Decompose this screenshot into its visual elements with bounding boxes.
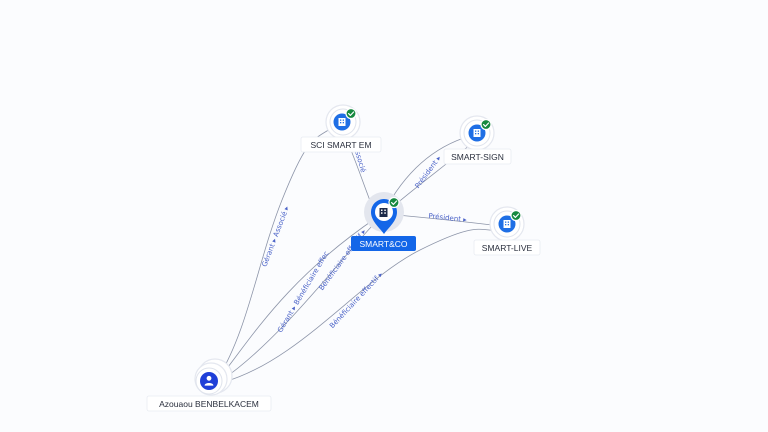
node-smart-sign[interactable]: SMART-SIGN — [443, 115, 512, 165]
check-badge-icon — [388, 196, 400, 209]
check-badge-icon — [480, 118, 492, 131]
edge-person-live[interactable] — [223, 228, 499, 383]
node-label-smart-sign: SMART-SIGN — [451, 152, 504, 162]
edge-person-sign[interactable] — [221, 139, 477, 381]
building-icon — [379, 208, 388, 217]
node-label-sci-smart-em: SCI SMART EM — [310, 140, 371, 150]
node-person[interactable]: Azouaou BENBELKACEM — [146, 358, 272, 412]
edge-label-smartco-live: Président ▸ — [428, 212, 468, 224]
check-badge-icon — [345, 107, 357, 120]
person-icon — [204, 375, 214, 386]
node-label-box — [146, 395, 272, 412]
building-icon — [473, 129, 481, 137]
edge-label-smartco-sign: Président ▸ — [414, 154, 444, 190]
person-badge — [200, 372, 218, 390]
node-label-box — [443, 148, 512, 165]
edge-person-sci[interactable] — [217, 127, 333, 379]
building-icon — [503, 220, 511, 228]
node-sci-smart-em[interactable]: SCI SMART EM — [300, 104, 382, 153]
edge-label-person-smartco: Gérant ▸ Bénéficiaire effectif ▸ — [0, 0, 331, 334]
building-icon — [338, 118, 346, 126]
node-label-person: Azouaou BENBELKACEM — [159, 399, 259, 409]
edge-labels: Gérant ▸ Associé ▸ Associé Président ▸ P… — [0, 0, 468, 334]
node-smart-co[interactable]: SMART&CO — [351, 192, 416, 251]
node-label-box — [300, 136, 382, 153]
node-label-box-focus — [351, 236, 416, 251]
node-smart-live[interactable]: SMART-LIVE — [473, 206, 541, 256]
edge-label-person-sci: Gérant ▸ Associé ▸ — [261, 205, 292, 268]
edge-label-person-live: Bénéficiaire effectif ▸ — [328, 270, 385, 330]
node-label-smart-co: SMART&CO — [359, 239, 407, 249]
check-badge-icon — [510, 209, 522, 222]
node-label-smart-live: SMART-LIVE — [482, 243, 533, 253]
node-label-box — [473, 239, 541, 256]
